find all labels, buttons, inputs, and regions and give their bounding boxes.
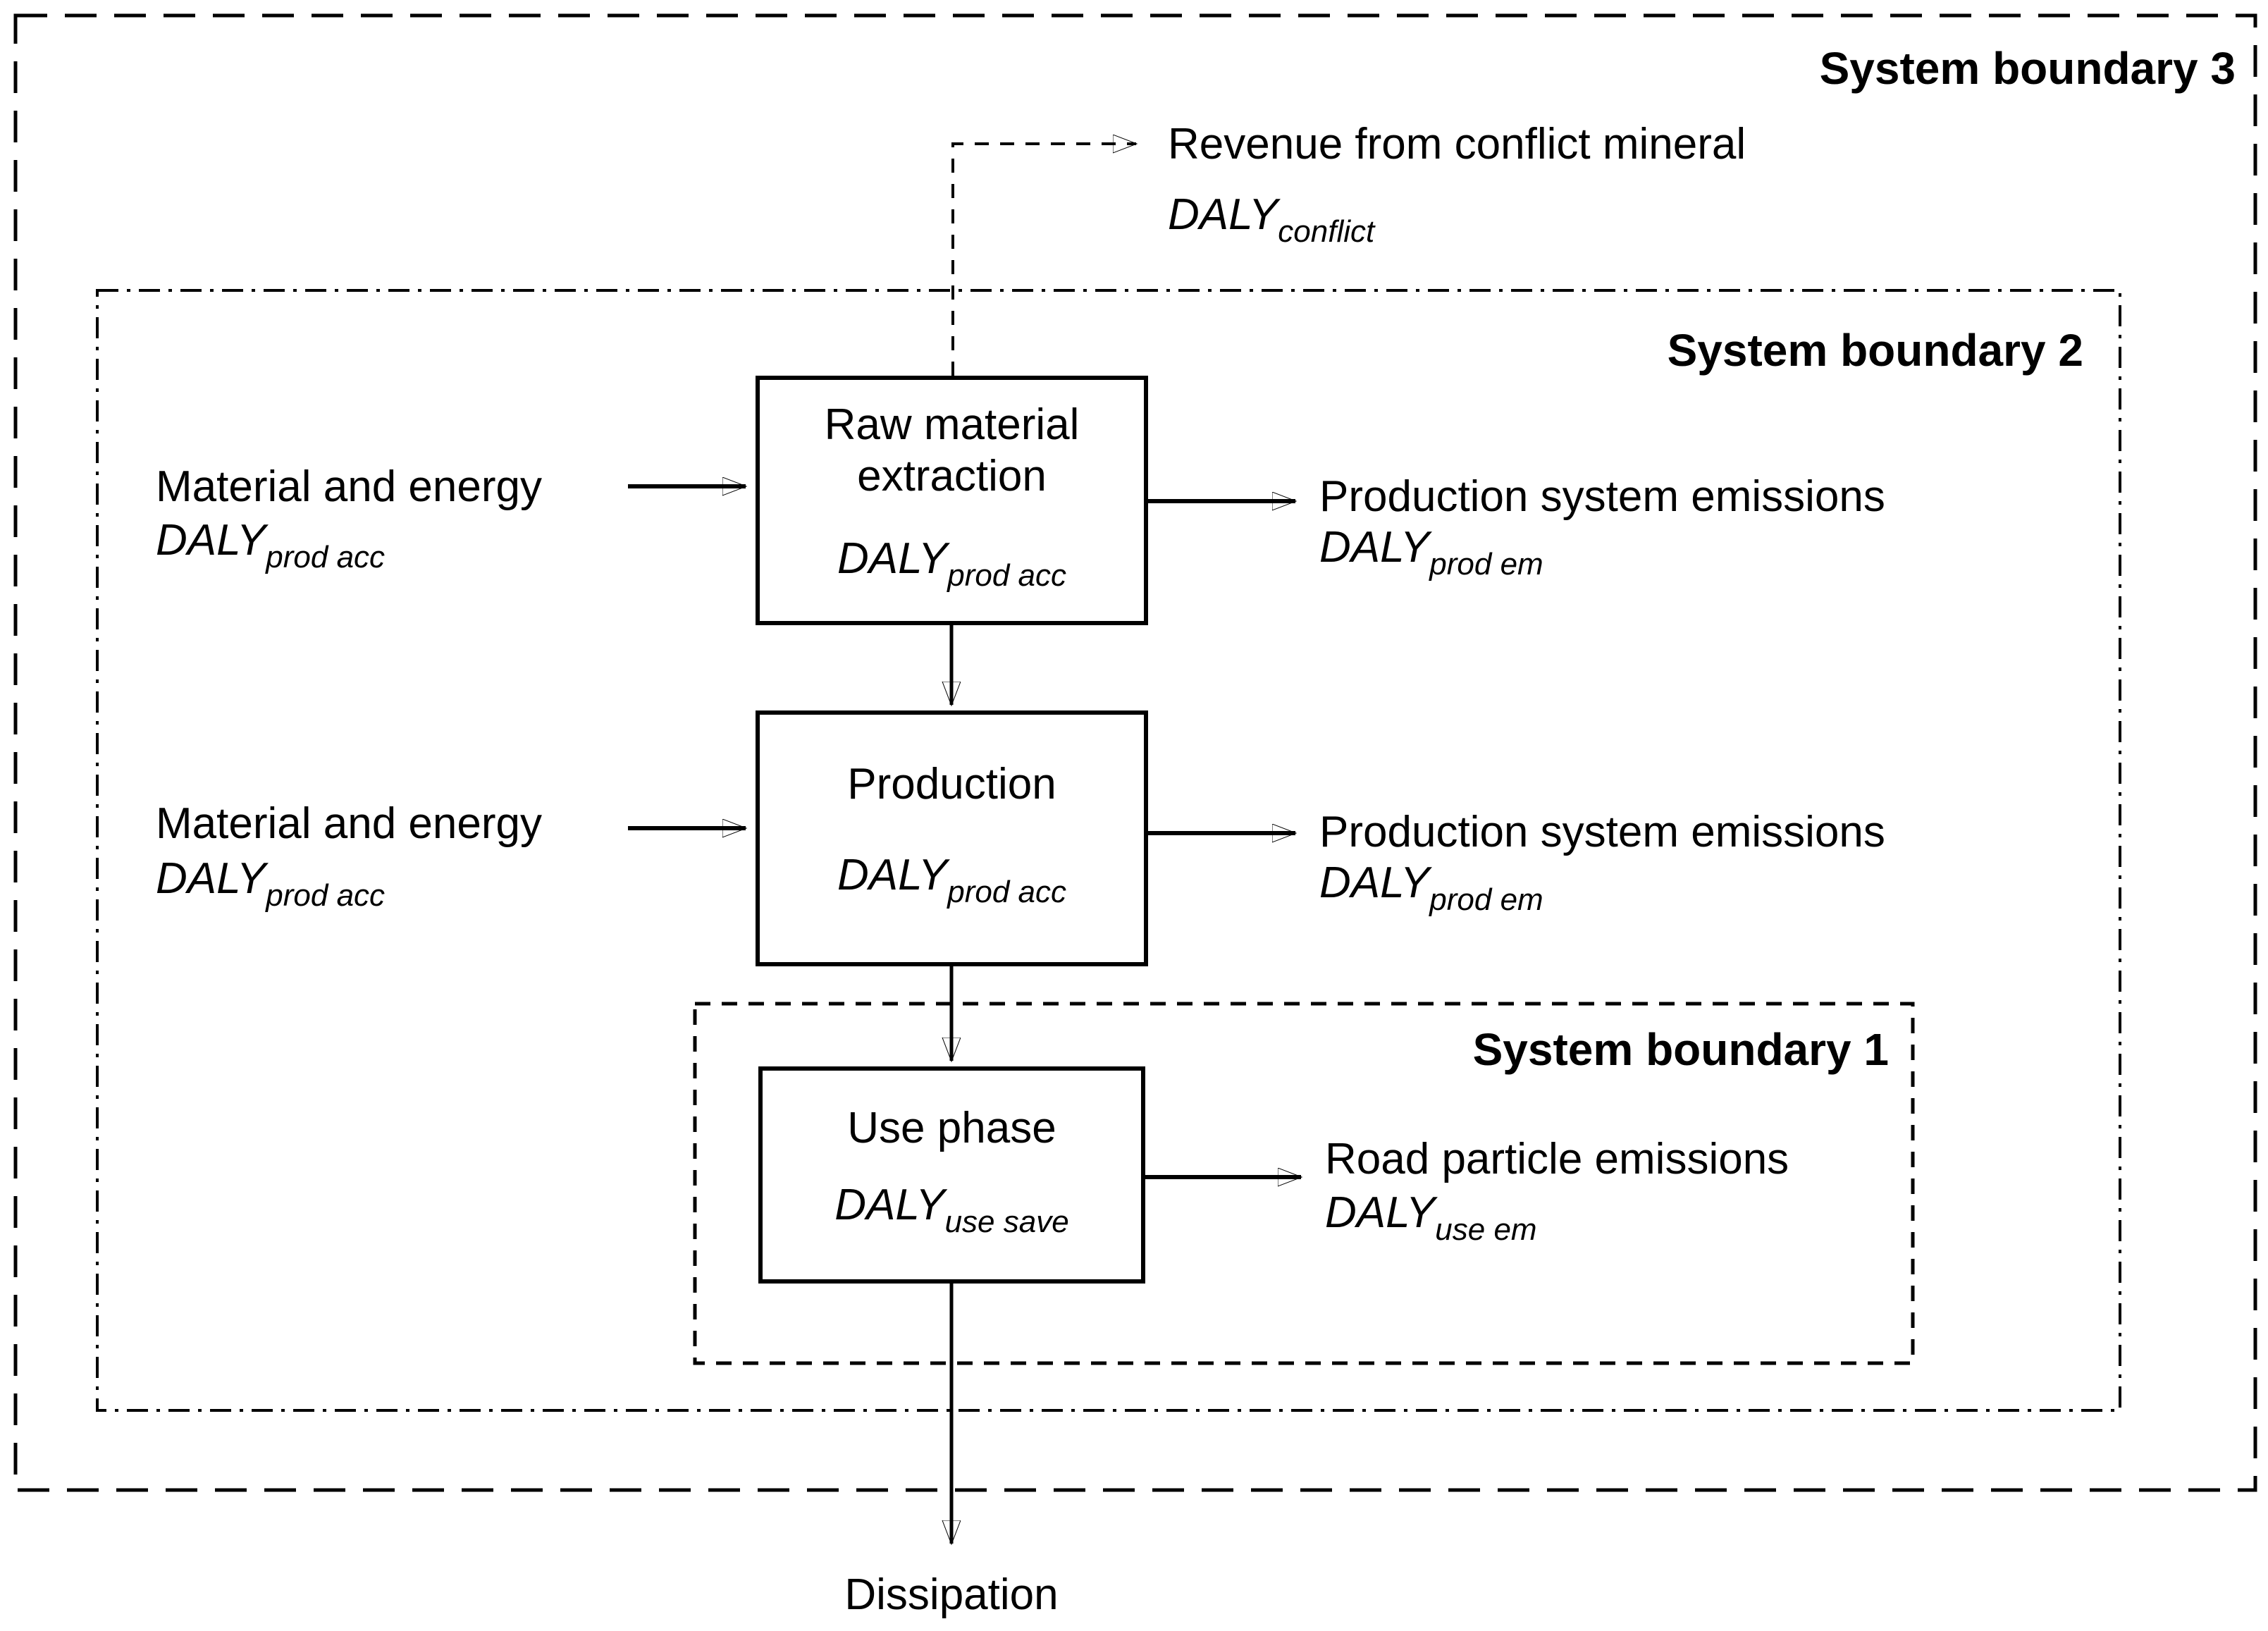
daly-symbol: DALY: [156, 516, 266, 565]
system-boundary-2-label: System boundary 2: [1667, 325, 2083, 376]
daly-subscript: prod acc: [947, 558, 1067, 593]
daly-symbol: DALY: [1168, 190, 1278, 239]
node-daly: DALYprod acc: [837, 533, 1066, 602]
node-production: Production DALYprod acc: [756, 710, 1148, 966]
daly-subscript: prod em: [1429, 882, 1543, 917]
revenue-conflict-daly: DALYconflict: [1168, 189, 1374, 258]
system-boundary-3-label: System boundary 3: [1819, 43, 2236, 94]
input-raw-label: Material and energy: [156, 462, 542, 511]
node-title: Production: [847, 760, 1056, 808]
system-boundary-2-outline: [96, 289, 2121, 1412]
emissions-production-daly: DALYprod em: [1319, 857, 1543, 926]
system-boundary-1-label: System boundary 1: [1472, 1024, 1889, 1075]
revenue-conflict-label: Revenue from conflict mineral: [1168, 120, 1746, 168]
daly-subscript: use save: [944, 1204, 1069, 1239]
node-use-phase: Use phase DALYuse save: [758, 1066, 1145, 1284]
daly-subscript: prod acc: [266, 878, 386, 913]
dissipation-label: Dissipation: [844, 1570, 1059, 1619]
daly-symbol: DALY: [1325, 1188, 1436, 1237]
emissions-raw-daly: DALYprod em: [1319, 522, 1543, 591]
emissions-use-daly: DALYuse em: [1325, 1187, 1537, 1256]
node-title: Use phase: [847, 1103, 1056, 1152]
system-boundary-1-outline: [693, 1002, 1915, 1365]
daly-subscript: prod acc: [947, 875, 1067, 909]
node-title: Raw material extraction: [824, 400, 1080, 500]
emissions-use-label: Road particle emissions: [1325, 1135, 1789, 1183]
system-boundary-3-outline: [13, 13, 2257, 1492]
daly-symbol: DALY: [156, 854, 266, 903]
input-production-daly: DALYprod acc: [156, 853, 385, 922]
emissions-raw-label: Production system emissions: [1319, 472, 1885, 521]
revenue-conflict-arrow: [951, 144, 1136, 376]
node-raw-material-extraction: Raw material extraction DALYprod acc: [756, 376, 1148, 625]
input-production-label: Material and energy: [156, 799, 542, 848]
input-raw-daly: DALYprod acc: [156, 515, 385, 584]
daly-symbol: DALY: [834, 1180, 945, 1229]
daly-symbol: DALY: [1319, 523, 1430, 572]
daly-subscript: conflict: [1278, 214, 1375, 249]
daly-symbol: DALY: [837, 851, 948, 899]
emissions-production-label: Production system emissions: [1319, 808, 1885, 856]
daly-symbol: DALY: [1319, 858, 1430, 907]
node-daly: DALYuse save: [834, 1179, 1068, 1248]
daly-subscript: use em: [1435, 1212, 1537, 1247]
daly-symbol: DALY: [837, 534, 948, 583]
daly-subscript: prod acc: [266, 540, 386, 574]
daly-subscript: prod em: [1429, 547, 1543, 581]
node-daly: DALYprod acc: [837, 849, 1066, 918]
